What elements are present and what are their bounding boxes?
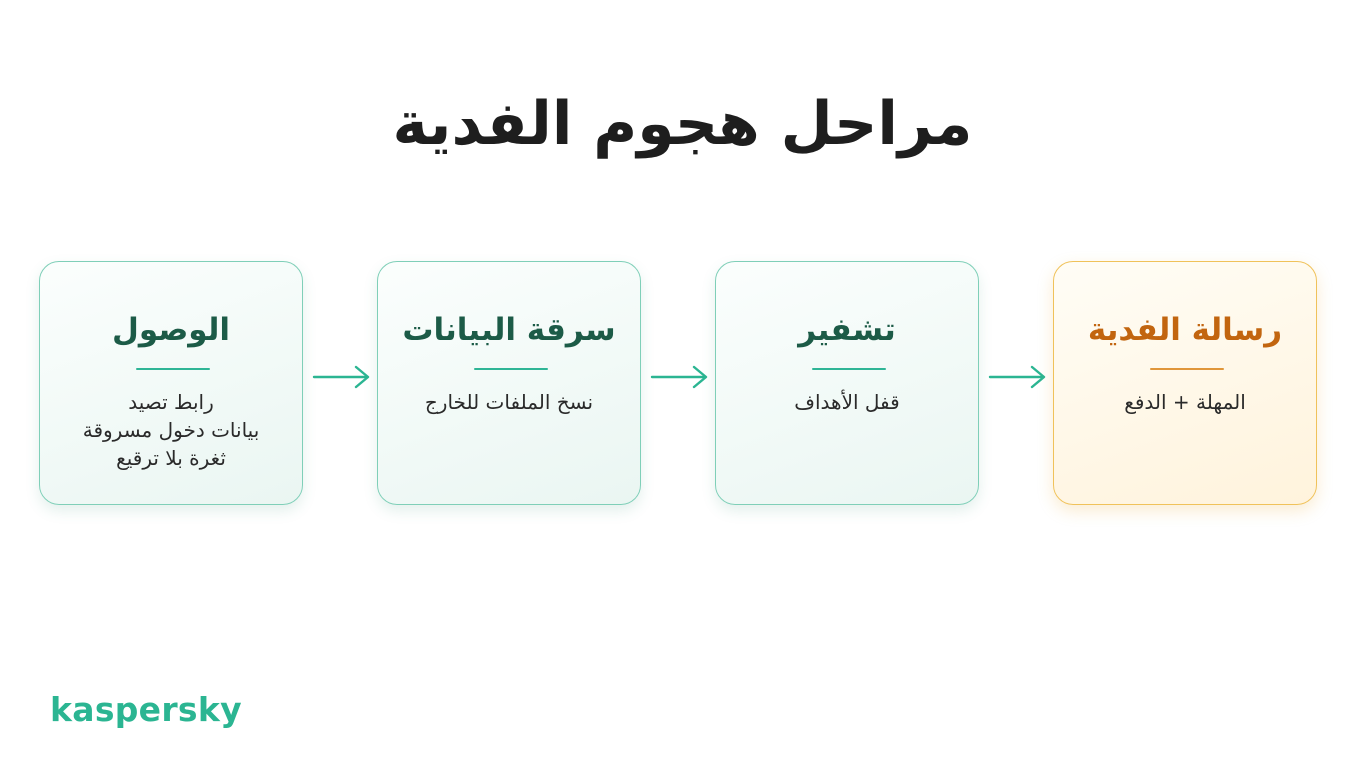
- stage-title-underline: [474, 368, 548, 370]
- stage-title: الوصول: [112, 312, 230, 348]
- stage-detail-line: ثغرة بلا ترقيع: [116, 446, 226, 470]
- stage-title: رسالة الفدية: [1087, 312, 1283, 348]
- stage-title: تشفير: [798, 312, 896, 348]
- arrow-right-icon: [988, 365, 1046, 389]
- stage-details: نسخ الملفات للخارج: [378, 388, 640, 416]
- stage-detail-line: المهلة + الدفع: [1124, 390, 1246, 414]
- stage-detail-line: رابط تصيد: [128, 390, 214, 414]
- stage-detail-line: نسخ الملفات للخارج: [424, 390, 594, 414]
- page-title: مراحل هجوم الفدية: [392, 89, 973, 159]
- arrow-right-icon: [650, 365, 708, 389]
- stage-card-access: الوصول رابط تصيد بيانات دخول مسروقة ثغرة…: [39, 261, 303, 505]
- stage-detail-line: قفل الأهداف: [794, 390, 900, 414]
- stage-card-encryption: تشفير قفل الأهداف: [715, 261, 979, 505]
- arrow-right-icon: [312, 365, 370, 389]
- stage-title-underline: [812, 368, 886, 370]
- kaspersky-logo: kaspersky: [50, 690, 242, 729]
- stage-detail-line: بيانات دخول مسروقة: [82, 418, 260, 442]
- stage-card-data-theft: سرقة البيانات نسخ الملفات للخارج: [377, 261, 641, 505]
- stage-card-ransom-note: رسالة الفدية المهلة + الدفع: [1053, 261, 1317, 505]
- stage-title-underline: [1150, 368, 1224, 370]
- stage-details: قفل الأهداف: [716, 388, 978, 416]
- stage-title: سرقة البيانات: [402, 312, 616, 348]
- stage-details: المهلة + الدفع: [1054, 388, 1316, 416]
- stage-title-underline: [136, 368, 210, 370]
- stage-details: رابط تصيد بيانات دخول مسروقة ثغرة بلا تر…: [40, 388, 302, 472]
